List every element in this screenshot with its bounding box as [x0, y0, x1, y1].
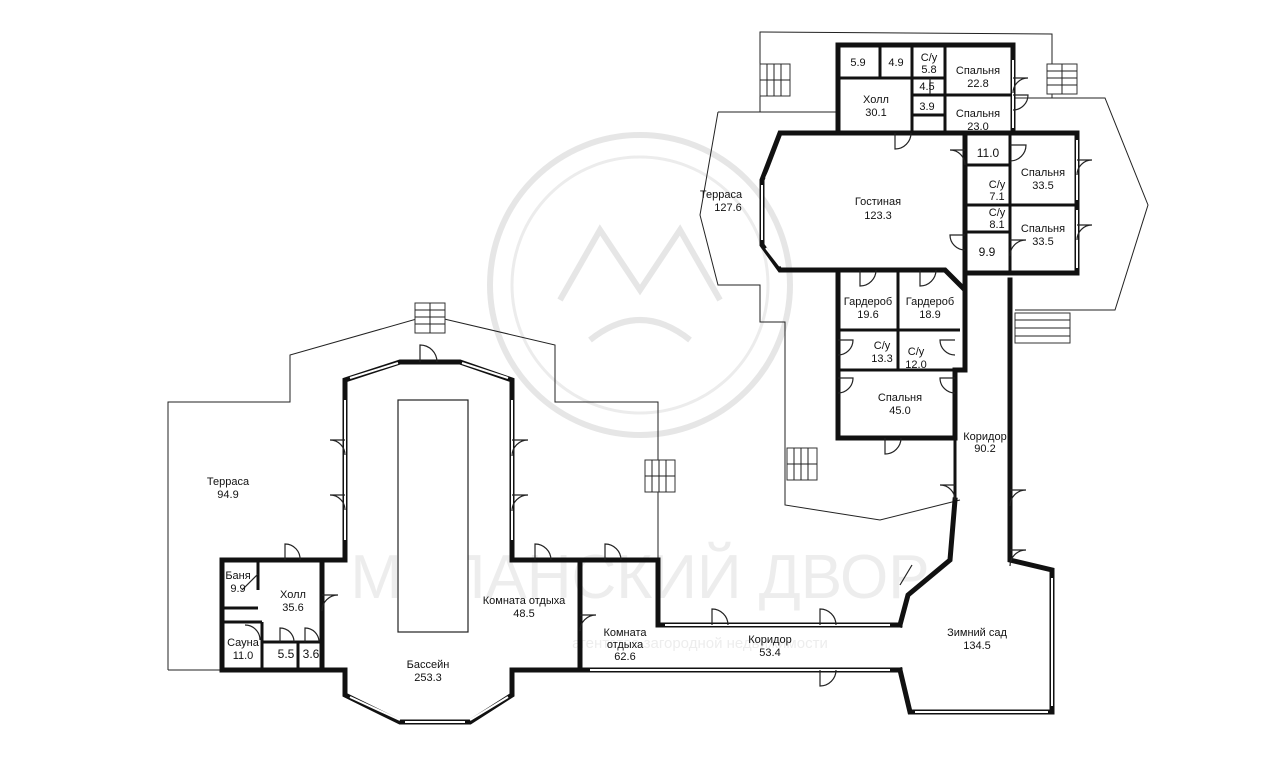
- stairs-pool-right: [644, 459, 676, 493]
- watermark-subtitle: агентство загородной недвижимости: [572, 635, 828, 652]
- wc-8-1-name: С/у: [989, 207, 1006, 219]
- room-9-9-area: 9.9: [979, 245, 996, 259]
- terrace-127-6-name: Терраса: [700, 189, 743, 201]
- rest-room-62-6-name2: отдыха: [607, 639, 644, 651]
- winter-garden-area: 134.5: [963, 640, 991, 652]
- wardrobe-19-6-name: Гардероб: [844, 296, 892, 308]
- wc-7-1-area: 7.1: [989, 191, 1004, 203]
- corridor-53-4-name: Коридор: [748, 634, 791, 646]
- bedroom-22-8-area: 22.8: [967, 78, 988, 90]
- hall-35-6-area: 35.6: [282, 602, 303, 614]
- wardrobe-19-6-area: 19.6: [857, 309, 878, 321]
- corridor-90-2-area: 90.2: [974, 443, 995, 455]
- winter-garden-name: Зимний сад: [947, 627, 1007, 639]
- wc-12-0-area: 12.0: [905, 359, 926, 371]
- terrace-94-9-area: 94.9: [217, 489, 238, 501]
- sauna-name: Сауна: [227, 637, 260, 649]
- rest-room-62-6-name: Комната: [603, 627, 647, 639]
- bedroom-33-5-a-area: 33.5: [1032, 180, 1053, 192]
- bedroom-33-5-b-area: 33.5: [1032, 236, 1053, 248]
- room-3-9-area: 3.9: [919, 101, 934, 113]
- pool-wing-walls: [319, 359, 583, 725]
- banya-area: 9.9: [230, 583, 245, 595]
- sauna-area: 11.0: [233, 650, 254, 662]
- stairs-group: [414, 63, 1078, 493]
- bedroom-45-0-name: Спальня: [878, 392, 922, 404]
- stairs-top-left: [414, 302, 446, 334]
- stairs-corridor: [786, 447, 818, 481]
- bedroom-33-5-a-name: Спальня: [1021, 167, 1065, 179]
- rest-room-48-5-area: 48.5: [513, 608, 534, 620]
- room-5-5-area: 5.5: [278, 647, 295, 661]
- room-3-6-area: 3.6: [303, 647, 320, 661]
- pool-name: Бассейн: [407, 659, 450, 671]
- bedroom-23-0-area: 23.0: [967, 121, 988, 133]
- sauna-block-walls: [219, 557, 325, 673]
- wc-13-3-area: 13.3: [871, 353, 892, 365]
- north-block-walls: [759, 42, 1080, 500]
- banya-name: Баня: [225, 570, 250, 582]
- room-4-5-area: 4.5: [919, 81, 934, 93]
- corridor-90-2-name: Коридор: [963, 431, 1006, 443]
- wardrobe-18-9-area: 18.9: [919, 309, 940, 321]
- terrace-127-6-area: 127.6: [714, 202, 742, 214]
- living-room-name: Гостиная: [855, 196, 901, 208]
- hall-35-6-name: Холл: [280, 589, 306, 601]
- room-5-9-area: 5.9: [850, 57, 865, 69]
- corridor-53-4-area: 53.4: [759, 647, 780, 659]
- wc-5-8-name: С/у: [921, 52, 938, 64]
- wc-13-3-name: С/у: [874, 340, 891, 352]
- wc-8-1-area: 8.1: [989, 219, 1004, 231]
- stairs-upper-right: [1046, 63, 1078, 95]
- bedroom-45-0-area: 45.0: [889, 405, 910, 417]
- stairs-upper-left: [759, 63, 791, 97]
- bedroom-23-0-name: Спальня: [956, 108, 1000, 120]
- living-room-area: 123.3: [864, 210, 892, 222]
- rest-room-62-6-area: 62.6: [614, 651, 635, 663]
- wardrobe-18-9-name: Гардероб: [906, 296, 954, 308]
- rest-room-48-5-name: Комната отдыха: [483, 595, 566, 607]
- swimming-pool: [397, 399, 469, 633]
- bedroom-33-5-b-name: Спальня: [1021, 223, 1065, 235]
- room-labels: 5.9 4.9 С/у 5.8 Спальня 22.8 4.5 3.9 Хол…: [207, 52, 1065, 684]
- corridor-wing-walls: [577, 557, 903, 673]
- terrace-94-9-name: Терраса: [207, 476, 250, 488]
- room-11-0-area: 11.0: [977, 146, 1000, 160]
- doors: [241, 77, 1093, 687]
- hall-30-1-area: 30.1: [865, 107, 886, 119]
- wc-12-0-name: С/у: [908, 346, 925, 358]
- room-4-9-area: 4.9: [888, 57, 903, 69]
- hall-30-1-name: Холл: [863, 94, 889, 106]
- pool-area: 253.3: [414, 672, 442, 684]
- bedroom-22-8-name: Спальня: [956, 65, 1000, 77]
- wc-5-8-area: 5.8: [921, 64, 936, 76]
- wc-7-1-name: С/у: [989, 179, 1006, 191]
- winter-garden-walls: [896, 277, 1055, 715]
